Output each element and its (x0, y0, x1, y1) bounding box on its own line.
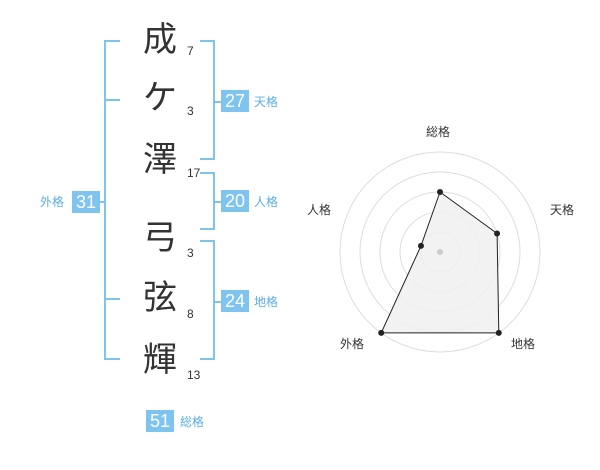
gaikaku-label: 外格 (40, 195, 65, 209)
bracket-line (104, 298, 120, 300)
bracket-line (213, 40, 215, 160)
bracket-line (213, 301, 221, 303)
radar-point-2 (494, 230, 501, 237)
stroke-count-5: 8 (187, 307, 194, 321)
jinkaku-label: 人格 (254, 195, 279, 209)
radar-grid-ring (339, 151, 541, 353)
chikaku-badge: 24 (221, 290, 250, 312)
radar-label-jinkaku: 人格 (307, 203, 332, 217)
soukaku-badge: 51 (146, 410, 175, 432)
radar-label-gaikaku: 外格 (340, 337, 365, 351)
radar-center-dot (437, 249, 443, 255)
radar-point-3 (495, 329, 502, 336)
bracket-line (213, 101, 221, 103)
radar-label-chikaku: 地格 (511, 337, 536, 351)
soukaku-label: 総格 (180, 415, 205, 429)
radar-point-4 (378, 329, 385, 336)
chikaku-label: 地格 (254, 295, 279, 309)
stroke-count-1: 7 (187, 44, 194, 58)
tenkaku-label: 天格 (254, 95, 279, 109)
radar-point-1 (437, 189, 443, 195)
radar-label-tenkaku: 天格 (550, 203, 575, 217)
stroke-count-4: 3 (187, 246, 194, 260)
bracket-line (213, 240, 215, 360)
bracket-line (104, 40, 120, 42)
name-char-5: 弦 (143, 278, 177, 318)
bracket-line (200, 240, 215, 242)
bracket-line (200, 172, 215, 174)
bracket-line (200, 40, 215, 42)
radar-data-polygon (380, 191, 500, 334)
gaikaku-badge: 31 (72, 191, 101, 213)
bracket-line (104, 99, 120, 101)
stroke-count-2: 3 (187, 104, 194, 118)
name-char-4: 弓 (143, 218, 177, 258)
name-char-1: 成 (143, 20, 177, 60)
name-char-6: 輝 (143, 340, 177, 380)
bracket-line (104, 40, 106, 360)
name-char-2: ケ (143, 78, 177, 118)
name-char-3: 澤 (143, 140, 177, 180)
bracket-line (213, 201, 221, 203)
bracket-line (200, 358, 215, 360)
radar-point-5 (417, 242, 424, 249)
tenkaku-badge: 27 (221, 90, 250, 112)
bracket-line (104, 358, 120, 360)
radar-label-soukaku: 総格 (426, 125, 451, 139)
bracket-line (98, 201, 106, 203)
jinkaku-badge: 20 (221, 190, 250, 212)
stroke-count-6: 13 (187, 368, 201, 382)
stroke-count-3: 17 (187, 166, 201, 180)
bracket-line (200, 228, 215, 230)
bracket-line (200, 158, 215, 160)
